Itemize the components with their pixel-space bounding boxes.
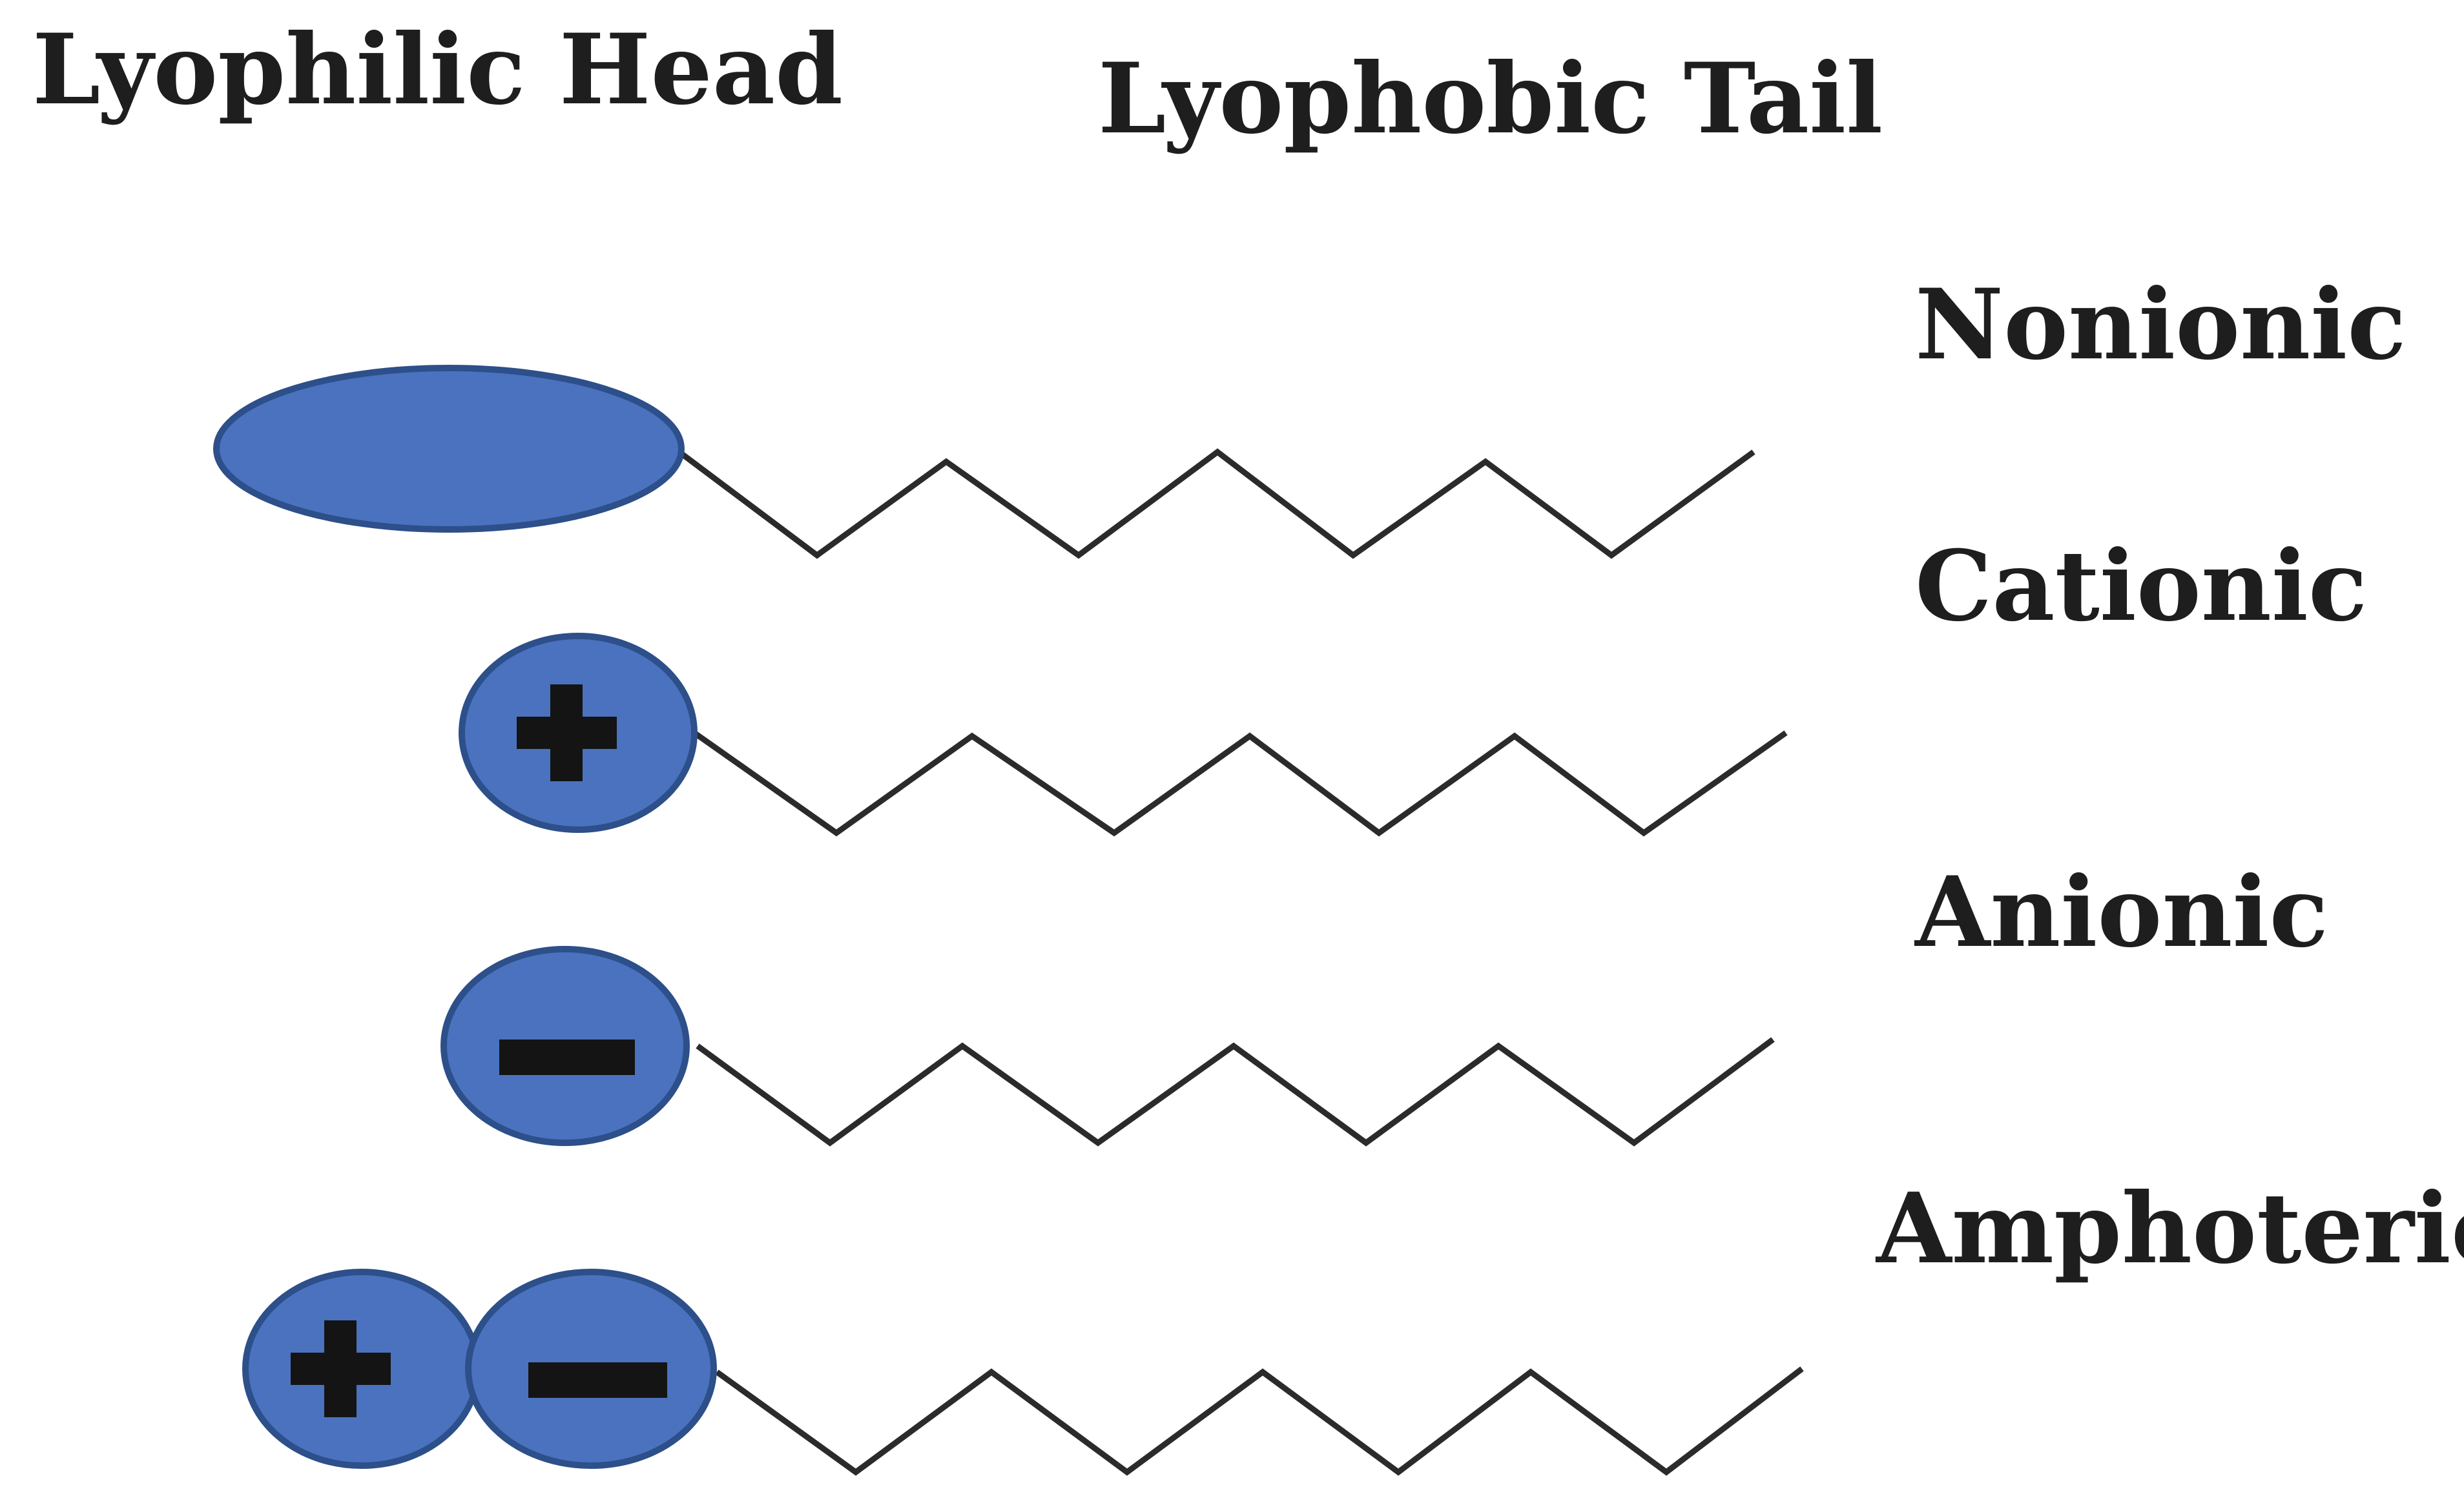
- lyophobic-tail: [673, 446, 1755, 559]
- surfactant-anionic: [440, 946, 1775, 1147]
- type-label-anionic: Anionic: [1914, 856, 2328, 969]
- plus-sign-icon: [517, 684, 617, 781]
- type-label-amphoteric: Amphoteric: [1875, 1172, 2464, 1286]
- surfactant-nonionic: [213, 365, 1755, 559]
- lyophobic-tail: [696, 1037, 1775, 1147]
- nonionic-head: [213, 365, 685, 533]
- surfactant-cationic: [459, 633, 1788, 837]
- lyophobic-tail-label: Lyophobic Tail: [1098, 42, 1883, 156]
- minus-sign-icon: [499, 1040, 635, 1075]
- lyophobic-tail: [692, 730, 1788, 837]
- type-label-cationic: Cationic: [1915, 529, 2367, 643]
- lyophobic-tail: [715, 1366, 1804, 1476]
- lyophilic-head-label: Lyophilic Head: [32, 13, 843, 127]
- minus-sign-icon: [528, 1362, 667, 1398]
- type-label-nonionic: Nonionic: [1915, 268, 2407, 382]
- surfactant-amphoteric: [242, 1269, 1804, 1476]
- plus-sign-icon: [291, 1320, 391, 1417]
